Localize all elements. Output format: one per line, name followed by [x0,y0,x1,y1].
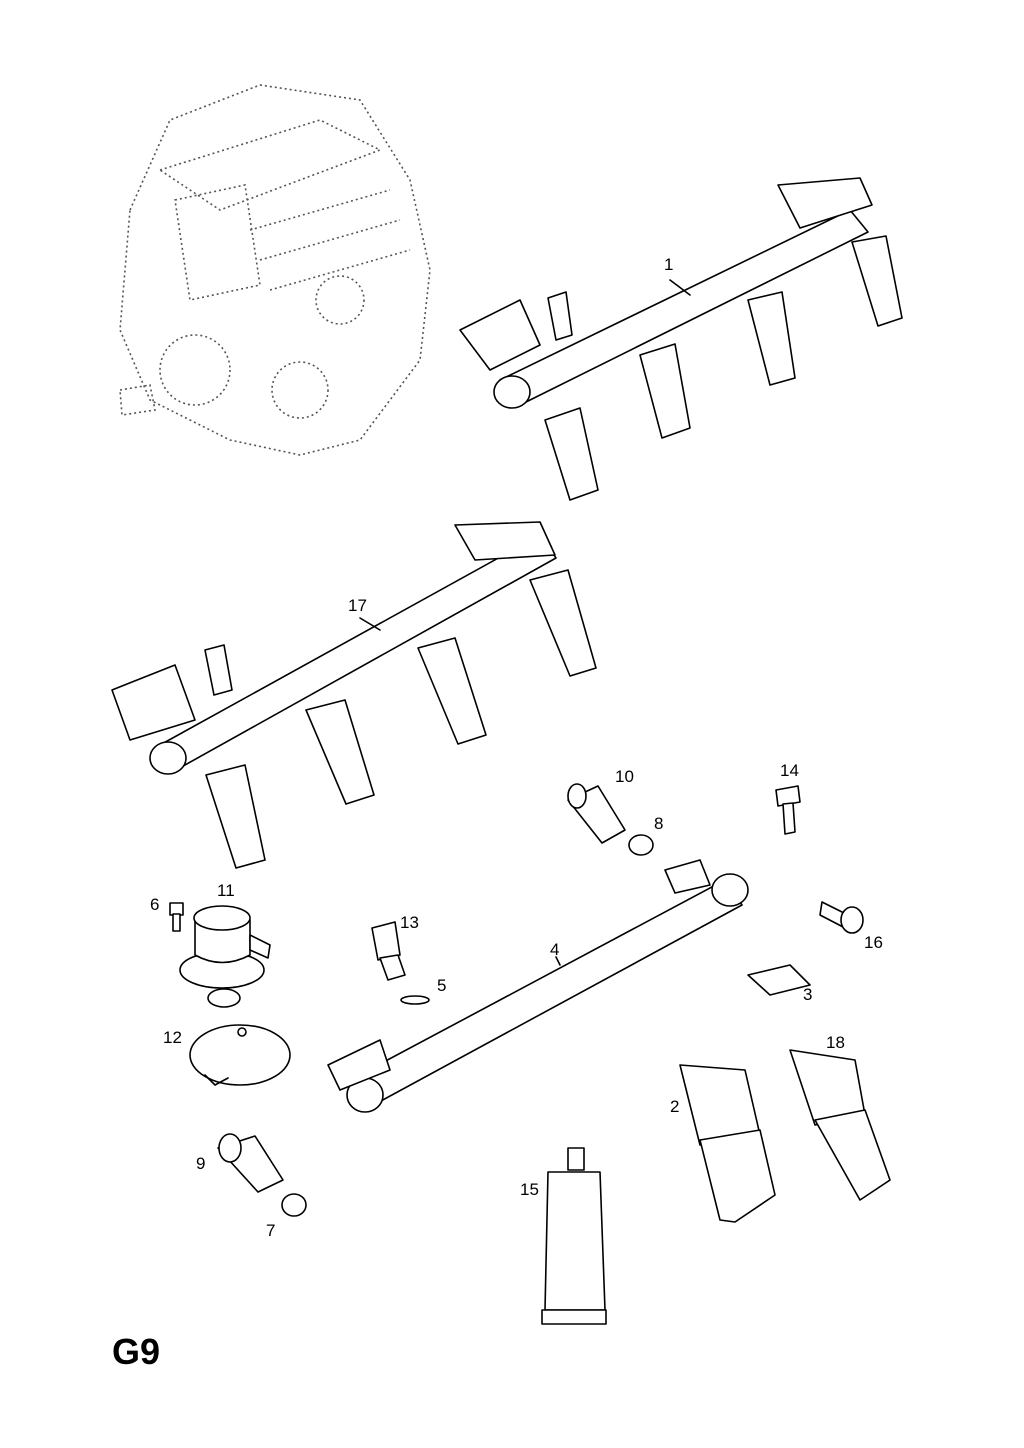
seal-part-5 [400,995,430,1005]
tube-part-15 [541,1147,607,1325]
callout-8: 8 [654,814,664,833]
bolt-part-14 [775,785,801,835]
callout-7: 7 [266,1221,276,1240]
bolt-part-16 [819,901,864,934]
callout-17: 17 [348,596,367,615]
injector-part-2 [679,1064,776,1223]
callout-11: 11 [217,881,235,900]
pressure-regulator-part-11 [179,905,271,1008]
callout-13: 13 [400,913,419,932]
callout-12: 12 [163,1028,182,1047]
callout-4: 4 [550,940,560,959]
fuel-rail-assembly-part-17 [111,521,597,869]
callout-5: 5 [437,976,447,995]
callout-3: 3 [803,985,813,1004]
union-fitting-part-10 [567,783,626,844]
callout-9: 9 [196,1154,206,1173]
union-fitting-part-9 [217,1133,284,1193]
fuel-rail-part-4 [327,859,749,1113]
leader-lines [359,279,691,966]
valve-part-13 [371,921,406,981]
callout-18: 18 [826,1033,845,1052]
clip-part-3 [747,964,811,996]
callout-14: 14 [780,761,799,780]
retaining-clip-part-12 [189,1024,291,1086]
engine-overview-illustration [119,84,431,456]
callout-1: 1 [664,255,674,274]
screw-part-6 [169,902,184,932]
fuel-rail-assembly-part-1 [459,177,903,501]
callout-16: 16 [864,933,883,952]
seal-ring-part-7 [281,1193,307,1217]
sheet-code: G9 [112,1331,161,1372]
injector-part-18 [789,1049,891,1201]
callout-2: 2 [670,1097,680,1116]
callout-6: 6 [150,895,160,914]
callout-10: 10 [615,767,634,786]
seal-ring-part-8 [628,834,654,856]
callout-15: 15 [520,1180,539,1199]
